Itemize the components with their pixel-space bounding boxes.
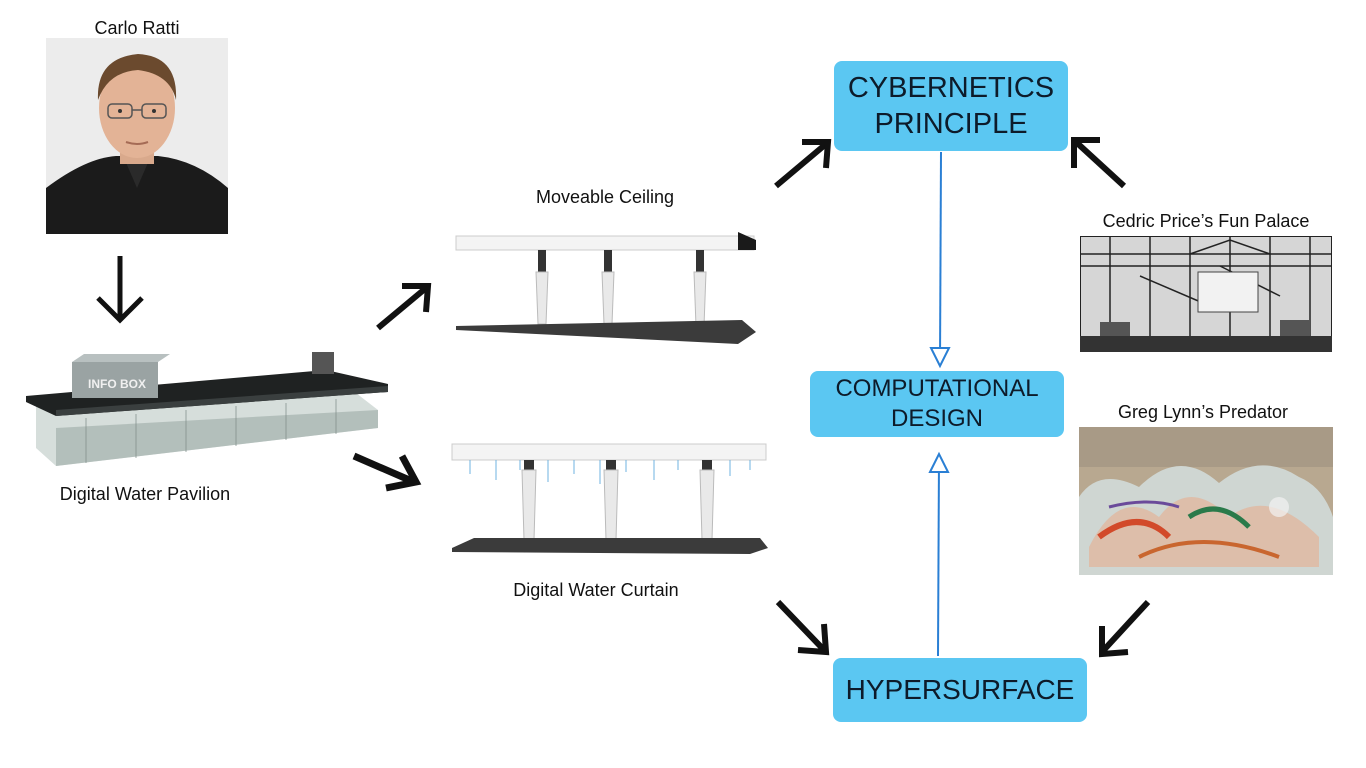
hypersurface-box: HYPERSURFACE <box>833 658 1087 722</box>
predator-label: Greg Lynn’s Predator <box>1117 402 1289 422</box>
computational-line-2: DESIGN <box>890 405 983 432</box>
hypersurface-text: HYPERSURFACE <box>845 674 1075 705</box>
computational-design-box: COMPUTATIONAL DESIGN <box>810 371 1064 437</box>
arrow-ceiling-to-cybernetics <box>774 139 832 189</box>
digital-water-pavilion-image: INFO BOX <box>26 348 388 473</box>
arrow-predator-to-hypersurface <box>1099 599 1151 658</box>
digital-water-curtain-label: Digital Water Curtain <box>513 580 679 600</box>
carlo-ratti-photo <box>46 38 228 234</box>
computational-line-1: COMPUTATIONAL <box>835 375 1039 402</box>
fun-palace-label: Cedric Price’s Fun Palace <box>1102 211 1310 231</box>
connector-cybernetics-to-computational <box>929 151 951 369</box>
arrow-carlo-to-pavilion <box>96 256 144 324</box>
fun-palace-image <box>1080 236 1332 352</box>
predator-image <box>1079 427 1333 575</box>
arrow-fun-palace-to-cybernetics <box>1071 137 1127 189</box>
info-box-sign: INFO BOX <box>88 377 146 391</box>
moveable-ceiling-image <box>452 226 758 348</box>
connector-hypersurface-to-computational <box>928 451 950 657</box>
arrow-curtain-to-hypersurface <box>775 599 830 656</box>
carlo-ratti-label: Carlo Ratti <box>94 18 180 38</box>
digital-water-curtain-image <box>450 440 768 558</box>
moveable-ceiling-label: Moveable Ceiling <box>535 187 675 207</box>
cybernetics-line-1: CYBERNETICS <box>847 72 1055 104</box>
arrow-pavilion-to-moveable-ceiling <box>376 283 432 331</box>
cybernetics-line-2: PRINCIPLE <box>874 108 1028 140</box>
digital-water-pavilion-label: Digital Water Pavilion <box>59 484 231 504</box>
cybernetics-principle-box: CYBERNETICS PRINCIPLE <box>834 61 1068 151</box>
